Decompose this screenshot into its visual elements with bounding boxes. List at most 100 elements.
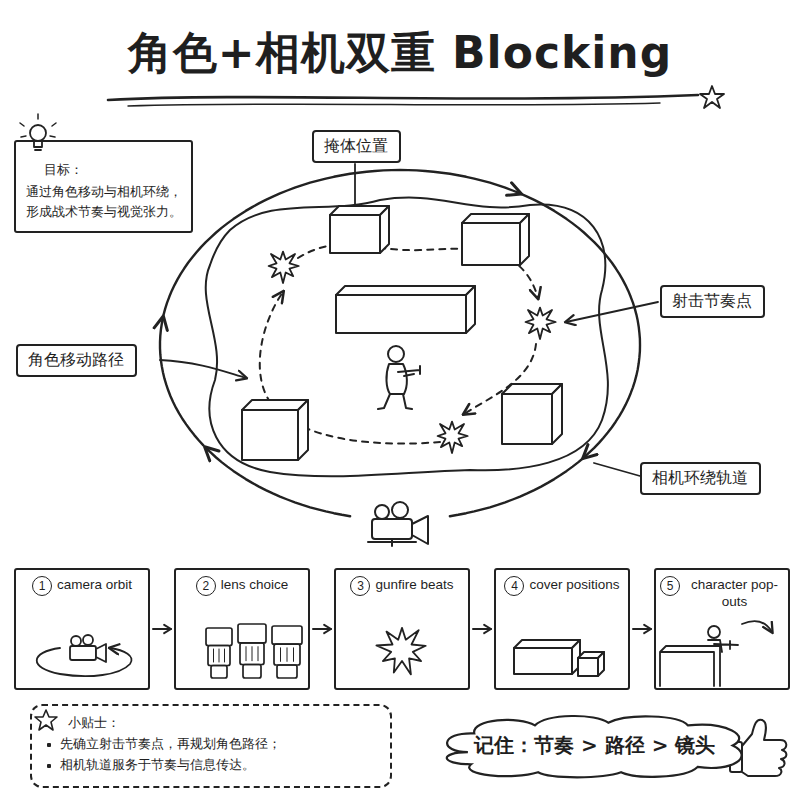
- lens-grip: [224, 649, 225, 662]
- lens-barrel: [240, 643, 264, 665]
- gunfire-burst: [269, 252, 299, 283]
- cloud-shape: [447, 716, 742, 777]
- bulb-rays: [20, 114, 56, 137]
- body-text: 先确立射击节奏点，再规划角色路径；: [46, 734, 380, 755]
- callout-number: 3: [350, 576, 370, 596]
- gunfire-burst: [526, 308, 556, 339]
- camera-orbit-track: [164, 170, 520, 315]
- flow-arrow: [313, 625, 331, 633]
- cover-block: [514, 640, 580, 674]
- cover-block: [462, 214, 529, 265]
- callout-number: 5: [660, 576, 680, 596]
- lens-grip: [287, 648, 288, 662]
- tips-box: 小贴士：先确立射击节奏点，再规划角色路径；相机轨道服务于节奏与信息传达。: [30, 704, 392, 788]
- lens-grip: [252, 647, 253, 661]
- cube-side: [520, 214, 529, 265]
- title-underline: [108, 95, 698, 100]
- callout-number: 1: [32, 576, 52, 596]
- leader-line: [594, 463, 640, 476]
- flow-arrow: [633, 625, 651, 633]
- figure-head: [388, 346, 404, 362]
- camera-orbit-track: [450, 458, 584, 517]
- leader-line: [354, 164, 356, 206]
- step-label: character pop-outs: [685, 576, 784, 611]
- remember-cloud: 记住：节奏 > 路径 > 镜头: [436, 712, 755, 779]
- node-text: 射击节奏点: [672, 291, 753, 312]
- thumb-hand: [742, 720, 786, 776]
- camera-lens: [96, 644, 106, 662]
- cover-block: [242, 400, 308, 460]
- cube-top: [336, 286, 475, 295]
- gunfire-burst: [438, 422, 468, 453]
- step-box: 2 lens choice: [174, 568, 310, 690]
- camera-body: [70, 646, 96, 660]
- step-label: camera orbit: [57, 576, 132, 594]
- lens-ring: [238, 624, 266, 643]
- bulb-glass: [30, 125, 46, 141]
- callout-box: 角色移动路径: [16, 344, 137, 377]
- leader-line: [566, 302, 658, 322]
- cube-front: [578, 658, 598, 676]
- cover-block: [578, 652, 604, 676]
- step-header: 1 camera orbit: [20, 576, 144, 596]
- lens-grip: [293, 648, 294, 662]
- lens-grip: [280, 648, 281, 662]
- lens-grip: [213, 649, 214, 662]
- cube-side: [298, 400, 308, 460]
- node-text: 掩体位置: [324, 136, 389, 157]
- lens-barrel: [208, 646, 230, 666]
- camera-body: [372, 519, 412, 539]
- step-label: gunfire beats: [375, 576, 453, 594]
- cover-block: [330, 206, 389, 253]
- heading: 小贴士：: [46, 713, 380, 734]
- bulb-base: [34, 141, 42, 150]
- camera-reel: [392, 502, 408, 518]
- callout-number: 2: [196, 576, 216, 596]
- camera-reel: [83, 635, 93, 645]
- lightbulb-icon: [20, 114, 56, 150]
- popout-arrow: [742, 621, 772, 632]
- step-header: 2 lens choice: [180, 576, 304, 596]
- node-text: 相机环绕轨道: [652, 468, 749, 489]
- step-header: 5character pop-outs: [660, 576, 784, 611]
- node-text: 记住：节奏 > 路径 > 镜头: [474, 732, 717, 759]
- cube-top: [514, 640, 580, 648]
- cover-block: [336, 286, 475, 333]
- orbit-icon: [37, 635, 132, 676]
- arrow-head: [324, 625, 331, 633]
- camera-lens: [412, 516, 428, 544]
- arrow-head: [164, 625, 171, 633]
- camera-orbit-track: [206, 448, 350, 516]
- camera-orbit-track: [520, 193, 640, 457]
- figure-legs: [378, 394, 412, 409]
- step-box: 3 gunfire beats: [334, 568, 470, 690]
- figure-head: [708, 626, 720, 638]
- step-header: 4 cover positions: [500, 576, 624, 596]
- step-header: 3 gunfire beats: [340, 576, 464, 596]
- lens-ring: [206, 628, 232, 646]
- callout-number: 4: [504, 576, 524, 596]
- step-label: lens choice: [221, 576, 289, 594]
- cover-block: [502, 384, 562, 444]
- tips-star: [35, 710, 57, 730]
- lens-icon: [272, 626, 302, 678]
- figure-gun: [398, 366, 420, 376]
- step-label: cover positions: [529, 576, 619, 594]
- cube-front: [336, 295, 466, 333]
- cube-front: [502, 394, 552, 444]
- heading: 目标：: [26, 160, 183, 180]
- wall: [660, 646, 720, 686]
- cube-side: [552, 384, 562, 444]
- flow-arrow: [153, 625, 171, 633]
- lens-icon: [238, 624, 266, 678]
- cube-front: [462, 223, 520, 265]
- callout-box: 掩体位置: [312, 130, 401, 163]
- character-figure: [378, 346, 420, 409]
- camera-base: [368, 539, 416, 546]
- step-box: 5character pop-outs: [654, 568, 790, 690]
- arrow-head: [484, 625, 491, 633]
- camera-reel: [71, 636, 81, 646]
- lens-barrel: [274, 644, 300, 665]
- ground-area: [206, 198, 608, 477]
